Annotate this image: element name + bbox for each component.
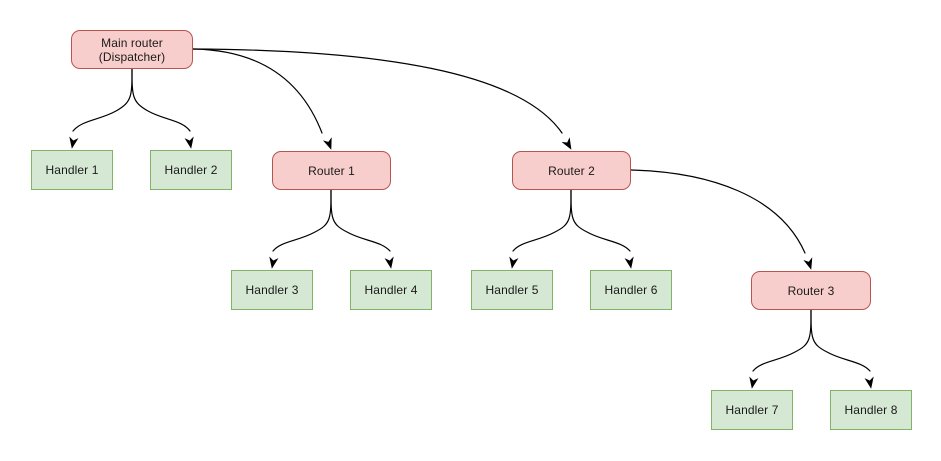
edge-router-2-to-handler-6-line — [570, 189, 631, 252]
edge-router-1-to-handler-3-arrowhead-icon — [269, 256, 279, 269]
edge-router-2-to-handler-5-arrowhead-icon — [509, 256, 519, 269]
node-handler-1[interactable]: Handler 1 — [31, 150, 113, 190]
node-router-1[interactable]: Router 1 — [272, 151, 391, 190]
edge-main-to-handler-1-arrowhead-icon — [69, 136, 79, 149]
edge-router-1-to-handler-4 — [330, 189, 394, 269]
edge-main-to-router-2-arrowhead-icon — [561, 137, 572, 150]
node-handler-3[interactable]: Handler 3 — [231, 270, 313, 310]
edge-router-3-to-handler-8-arrowhead-icon — [864, 376, 874, 389]
edge-main-to-handler-1-line — [72, 68, 133, 132]
edge-router-3-to-handler-7-arrowhead-icon — [749, 376, 759, 389]
node-handler-7[interactable]: Handler 7 — [711, 390, 793, 430]
edge-main-to-router-1 — [192, 48, 332, 150]
node-router-2[interactable]: Router 2 — [512, 151, 631, 190]
edge-main-to-handler-2-line — [131, 68, 191, 132]
edge-router-1-to-handler-3-line — [272, 189, 332, 252]
edge-router-2-to-handler-5-line — [512, 189, 572, 252]
edge-router-3-to-handler-8 — [810, 309, 874, 389]
edge-main-to-router-2 — [192, 48, 572, 150]
edge-router-2-to-handler-6-arrowhead-icon — [624, 256, 634, 269]
edge-router-1-to-handler-3 — [269, 189, 332, 269]
edge-router-1-to-handler-4-line — [330, 189, 391, 252]
node-handler-5[interactable]: Handler 5 — [471, 270, 553, 310]
edge-router-3-to-handler-8-line — [810, 309, 871, 372]
edge-router-2-to-handler-5 — [509, 189, 572, 269]
node-handler-6[interactable]: Handler 6 — [590, 270, 672, 310]
edge-router-2-to-router-3-arrowhead-icon — [803, 257, 813, 270]
edge-main-to-handler-2 — [131, 68, 194, 149]
edge-router-2-to-router-3 — [630, 169, 813, 270]
node-router-3[interactable]: Router 3 — [751, 271, 871, 310]
node-main-router[interactable]: Main router (Dispatcher) — [71, 30, 193, 69]
edge-main-to-router-1-line — [192, 48, 323, 134]
node-handler-2[interactable]: Handler 2 — [150, 150, 232, 190]
edge-main-to-handler-1 — [69, 68, 133, 149]
edge-router-2-to-handler-6 — [570, 189, 634, 269]
edge-main-to-handler-2-arrowhead-icon — [184, 136, 194, 149]
edge-main-to-router-2-line — [192, 48, 563, 134]
edge-router-1-to-handler-4-arrowhead-icon — [384, 256, 394, 269]
edge-router-3-to-handler-7-line — [752, 309, 812, 372]
edge-router-3-to-handler-7 — [749, 309, 812, 389]
node-handler-8[interactable]: Handler 8 — [830, 390, 912, 430]
edge-router-2-to-router-3-line — [630, 169, 806, 254]
node-handler-4[interactable]: Handler 4 — [350, 270, 432, 310]
edge-main-to-router-1-arrowhead-icon — [322, 137, 332, 150]
